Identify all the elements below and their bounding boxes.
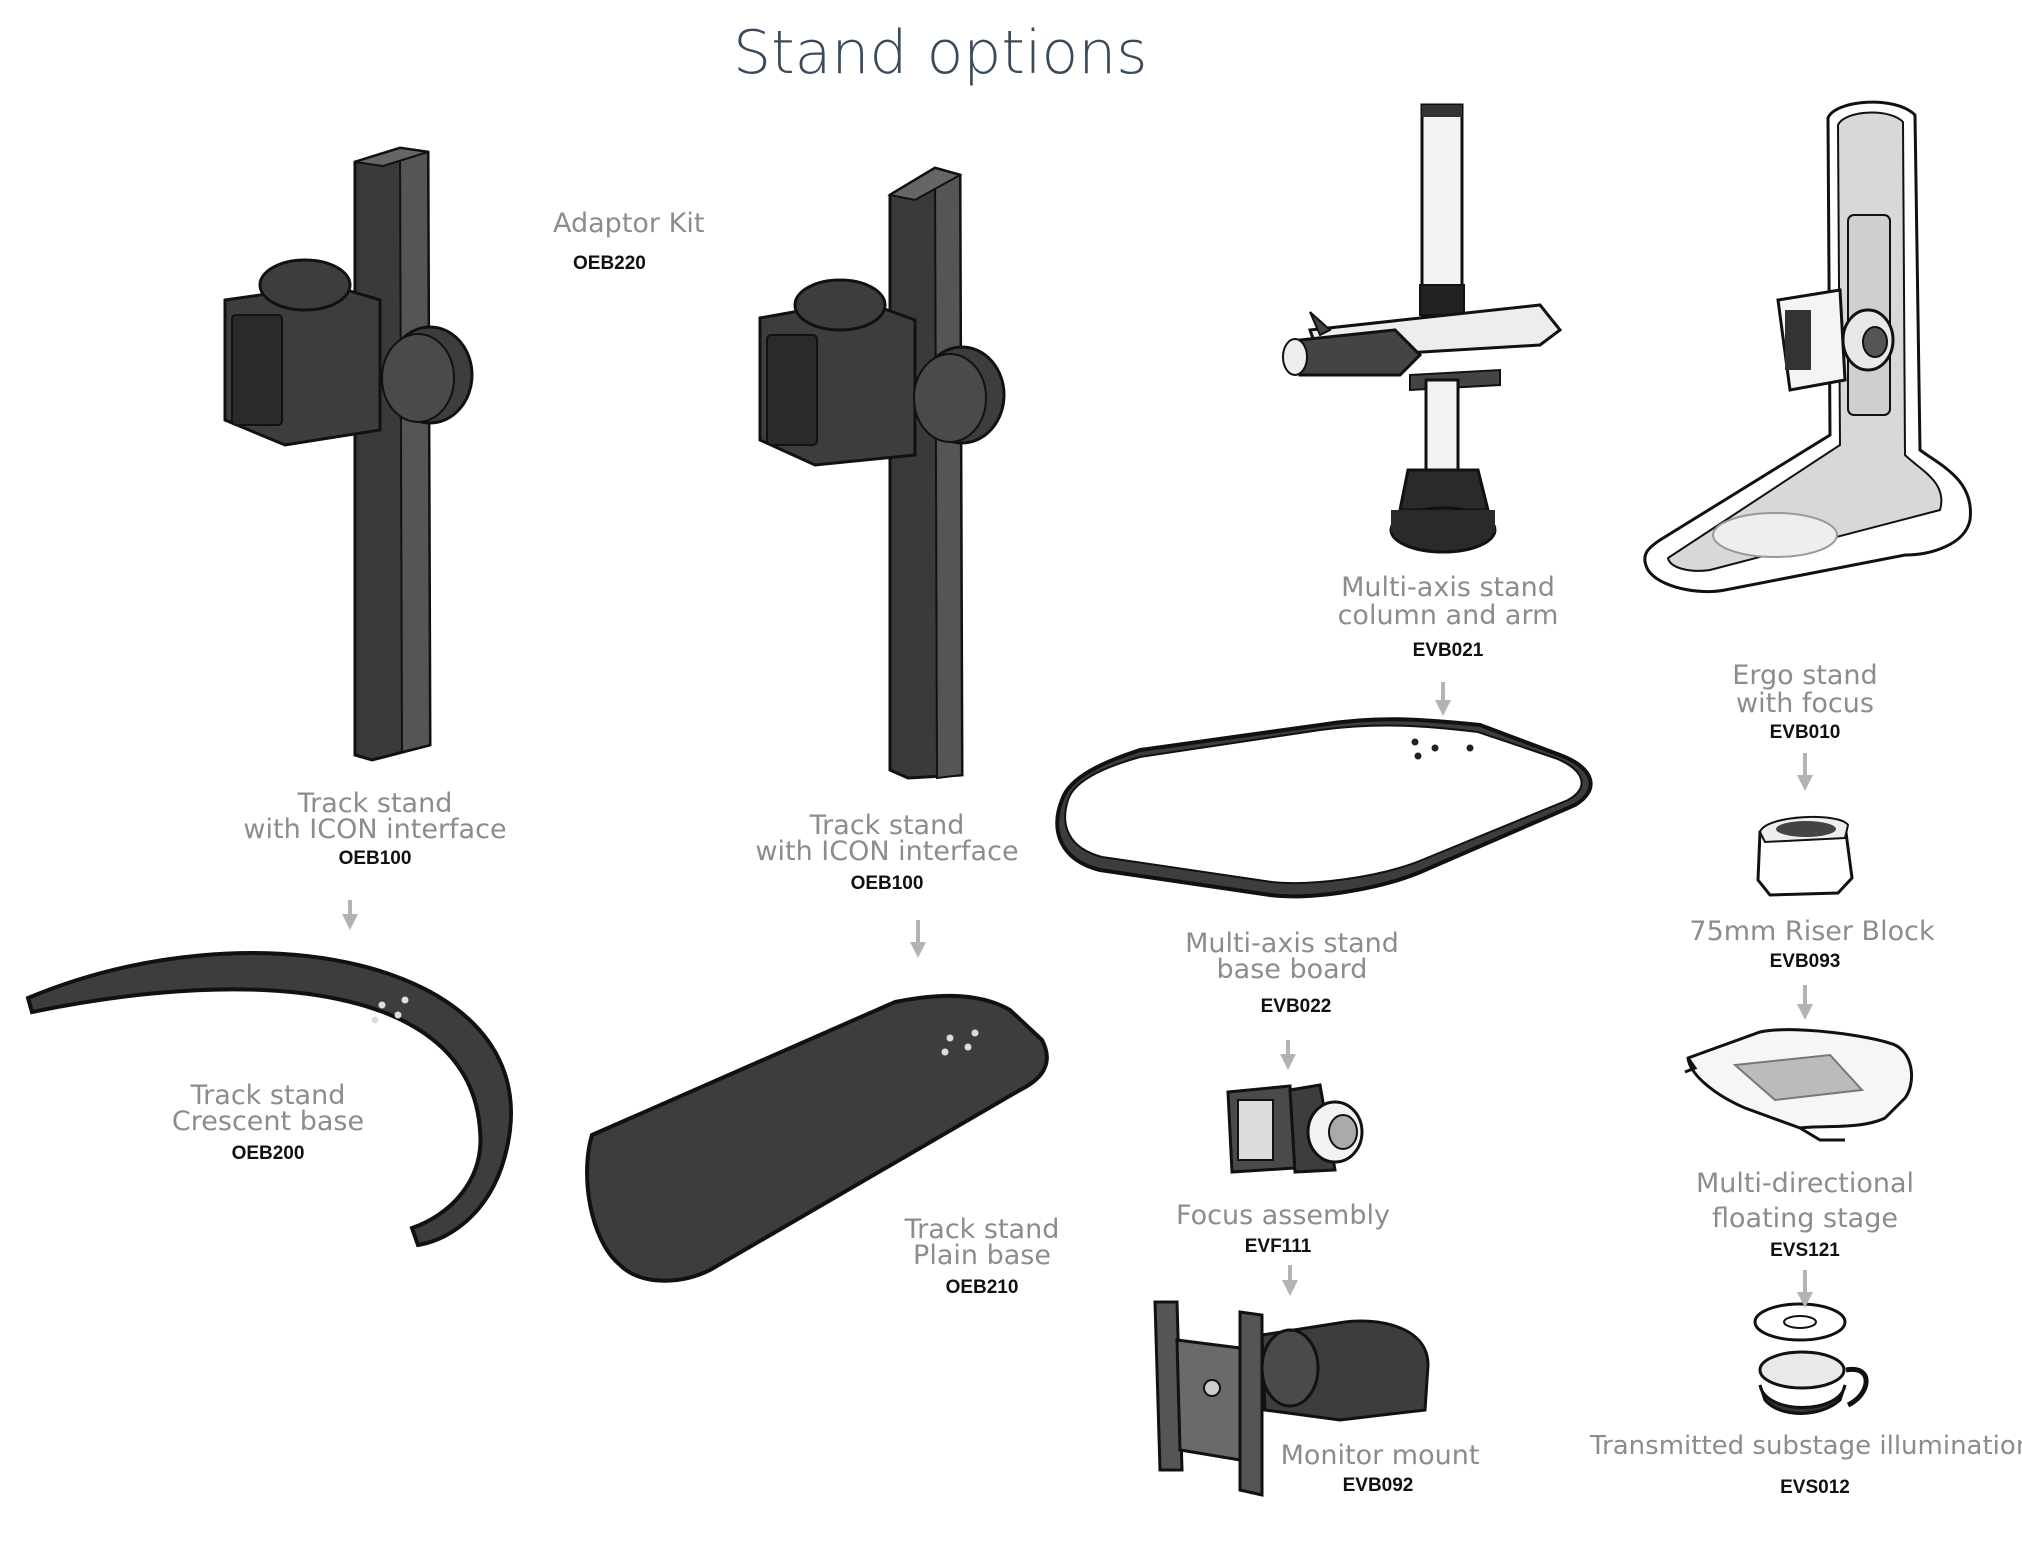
monitor-mount-label: Monitor mount: [1280, 1440, 1480, 1471]
adaptor-kit-label: Adaptor Kit: [553, 208, 705, 239]
floating-stage-illustration: [1684, 1028, 1914, 1142]
adaptor-kit-code: OEB220: [573, 253, 646, 274]
multiaxis-base-code: EVB022: [1260, 996, 1332, 1017]
ergo-stand-label-line2: with focus: [1736, 688, 1874, 719]
focus-assembly-illustration: [1226, 1083, 1364, 1174]
plain-base-label-line2: Plain base: [913, 1240, 1051, 1271]
ergo-stand-illustration: [1643, 100, 1972, 594]
ergo-stand-code: EVB010: [1769, 722, 1841, 743]
crescent-base-code: OEB200: [231, 1143, 305, 1164]
crescent-base-illustration: [25, 951, 514, 1248]
track-stand-2-label-line1: Track stand: [809, 810, 965, 841]
multiaxis-baseboard-illustration: [1055, 717, 1593, 899]
multiaxis-column-illustration: [1282, 103, 1563, 554]
floating-stage-code: EVS121: [1770, 1240, 1840, 1261]
multiaxis-column-code: EVB021: [1412, 640, 1484, 661]
floating-stage-label-line1: Multi-directional: [1695, 1168, 1915, 1199]
plain-base-code: OEB210: [945, 1277, 1019, 1298]
crescent-base-label-line2: Crescent base: [171, 1106, 365, 1137]
riser-block-illustration: [1756, 816, 1854, 897]
multiaxis-column-label-line1: Multi-axis stand: [1341, 572, 1555, 603]
monitor-mount-code: EVB092: [1342, 1475, 1414, 1496]
multiaxis-base-label-line2: base board: [1216, 954, 1368, 985]
riser-block-code: EVB093: [1769, 951, 1841, 972]
floating-stage-label-line2: floating stage: [1712, 1203, 1898, 1234]
plain-base-label-line1: Track stand: [904, 1214, 1060, 1245]
focus-assembly-label: Focus assembly: [1176, 1200, 1390, 1231]
track-stand-2-code: OEB100: [850, 873, 924, 894]
track-stand-1-code: OEB100: [338, 848, 412, 869]
substage-illustration: [1753, 1302, 1869, 1415]
plain-base-illustration: [585, 993, 1049, 1283]
substage-label: Transmitted substage illumination: [1590, 1431, 2022, 1461]
riser-block-label: 75mm Riser Block: [1689, 916, 1935, 947]
track-stand-2-label-line2: with ICON interface: [755, 836, 1019, 867]
focus-assembly-code: EVF111: [1244, 1236, 1312, 1257]
track-stand-2-illustration: [758, 166, 1006, 780]
track-stand-1-label-line1: Track stand: [297, 788, 453, 819]
connector-arrows: [342, 682, 1813, 1308]
page-title: Stand options: [733, 18, 1148, 88]
multiaxis-column-label-line2: column and arm: [1337, 600, 1559, 631]
track-stand-1-illustration: [223, 146, 474, 762]
monitor-mount-illustration: [1153, 1300, 1430, 1497]
substage-code: EVS012: [1780, 1477, 1850, 1498]
multiaxis-base-label-line1: Multi-axis stand: [1185, 928, 1399, 959]
ergo-stand-label-line1: Ergo stand: [1732, 660, 1878, 691]
crescent-base-label-line1: Track stand: [190, 1080, 346, 1111]
track-stand-1-label-line2: with ICON interface: [243, 814, 507, 845]
